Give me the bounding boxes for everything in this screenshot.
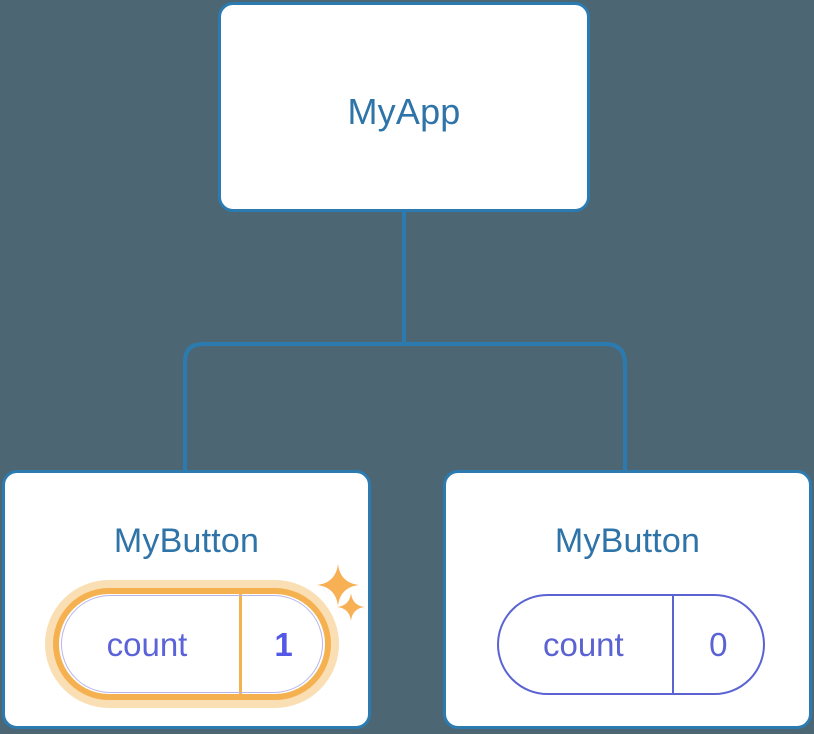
state-pill-value: 1: [274, 625, 293, 663]
node-title-mybutton-left: MyButton: [113, 522, 260, 560]
node-card-mybutton-right[interactable]: MyButton count 0: [443, 470, 812, 729]
state-pill-key: count: [106, 625, 188, 663]
edge-branch-bar: [183, 342, 627, 470]
node-title-myapp: MyApp: [347, 91, 461, 132]
state-pill-value: 0: [709, 626, 728, 663]
state-pill-key: count: [542, 626, 624, 663]
state-pill-divider: [239, 594, 242, 694]
node-card-myapp[interactable]: MyApp: [218, 2, 590, 212]
state-pill-divider: [671, 596, 674, 693]
node-title-mybutton-right: MyButton: [554, 522, 701, 560]
state-pill-count-active[interactable]: count 1: [53, 588, 331, 700]
node-card-mybutton-left[interactable]: MyButton count 1: [2, 470, 371, 729]
state-pill-count-inactive[interactable]: count 0: [497, 594, 765, 695]
